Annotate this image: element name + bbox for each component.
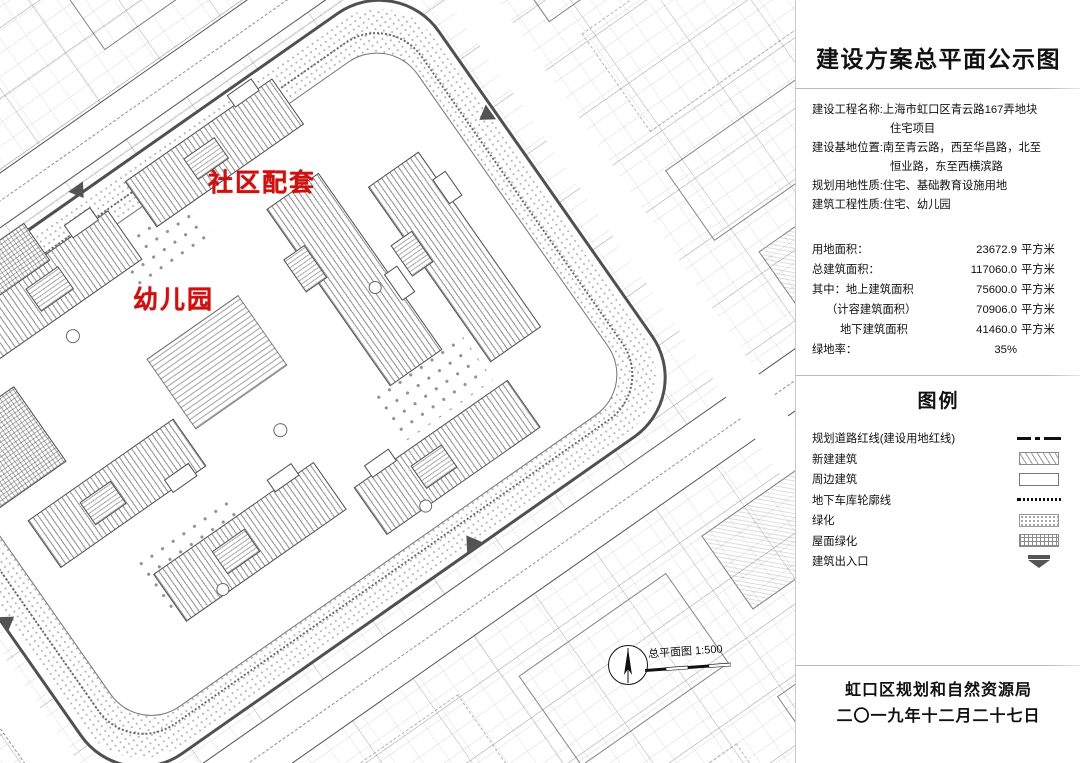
land-use-value: 住宅、基础教育设施用地 — [882, 180, 1008, 192]
project-location-row: 建设基地位置: 南至青云路，西至华昌路，北至 — [796, 139, 1080, 158]
divider — [796, 375, 1080, 376]
building-core — [409, 443, 458, 489]
legend-item-symbol — [1017, 534, 1061, 548]
information-sidebar: 建设方案总平面公示图 建设工程名称: 上海市虹口区青云路167弄地块 住宅项目 … — [795, 0, 1080, 763]
project-info-block: 建设工程名称: 上海市虹口区青云路167弄地块 住宅项目 建设基地位置: 南至青… — [796, 101, 1080, 215]
legend-item-label: 地下车库轮廓线 — [812, 494, 892, 507]
legend-item-label: 屋面绿化 — [812, 535, 858, 548]
project-name-row-cont: 住宅项目 — [796, 120, 1080, 139]
legend-item-symbol — [1017, 493, 1061, 506]
project-location-value: 南至青云路，西至华昌路，北至 — [882, 142, 1042, 154]
project-name-label: 建设工程名称: — [812, 104, 883, 116]
project-name-row: 建设工程名称: 上海市虹口区青云路167弄地块 — [796, 101, 1080, 120]
north-arrow-compass — [608, 645, 654, 691]
metric-value: 23672.9 — [976, 244, 1017, 256]
dash-dot-line-icon — [1017, 436, 1061, 440]
metric-row: 用地面积： 23672.9 平方米 — [796, 240, 1080, 260]
divider — [796, 88, 1080, 89]
legend-item: 屋面绿化 — [796, 531, 1080, 552]
metric-unit: 平方米 — [1021, 244, 1055, 256]
scale-bar — [644, 662, 732, 672]
metric-label: （计容建筑面积） — [826, 304, 917, 316]
build-nature-value: 住宅、幼儿园 — [882, 199, 951, 211]
down-triangle-icon — [1028, 554, 1050, 568]
issue-date: 二〇一九年十二月二十七日 — [836, 708, 1041, 725]
metric-row: 其中：地上建筑面积 75600.0 平方米 — [796, 280, 1080, 300]
legend-item-label: 绿化 — [812, 515, 835, 528]
crosshatch-fill-icon — [1019, 534, 1059, 548]
legend-list: 规划道路红线(建设用地红线) 新建建筑周边建筑地下车库轮廓线绿化屋面绿化建筑出入口 — [796, 428, 1080, 572]
document-title: 建设方案总平面公示图 — [816, 46, 1061, 72]
build-nature-label: 建筑工程性质: — [812, 199, 883, 211]
legend-item: 周边建筑 — [796, 469, 1080, 490]
metric-row: 绿地率： 35% — [796, 340, 1080, 360]
legend-item-label: 建筑出入口 — [812, 556, 869, 569]
metric-value: 41460.0 — [976, 324, 1017, 336]
metric-unit: 平方米 — [1021, 304, 1055, 316]
metric-unit: 平方米 — [1021, 264, 1055, 276]
legend-title: 图例 — [917, 391, 960, 412]
hatched-rectangle-icon — [1019, 452, 1059, 466]
metric-label: 用地面积： — [812, 244, 869, 256]
issuing-authority-footer: 虹口区规划和自然资源局 二〇一九年十二月二十七日 — [796, 678, 1080, 730]
project-name-value-2: 住宅项目 — [890, 123, 936, 135]
land-use-label: 规划用地性质: — [812, 180, 883, 192]
build-nature-row: 建筑工程性质: 住宅、幼儿园 — [796, 196, 1080, 215]
metric-row: （计容建筑面积） 70906.0 平方米 — [796, 300, 1080, 320]
dotted-line-icon — [1017, 498, 1061, 502]
project-location-row-cont: 恒业路，东至西横滨路 — [796, 158, 1080, 177]
legend-item: 建筑出入口 — [796, 551, 1080, 572]
empty-rectangle-icon — [1019, 472, 1059, 486]
metric-value: 75600.0 — [976, 284, 1017, 296]
metric-unit: 平方米 — [1021, 324, 1055, 336]
legend-item: 地下车库轮廓线 — [796, 490, 1080, 511]
community-facility-label: 社区配套 — [208, 169, 317, 197]
metric-label: 其中：地上建筑面积 — [812, 284, 914, 296]
legend-item: 规划道路红线(建设用地红线) — [796, 428, 1080, 449]
legend-item-symbol — [1017, 472, 1061, 486]
dotted-fill-icon — [1019, 513, 1059, 527]
compass-needle-icon — [624, 648, 632, 683]
legend-item-label: 新建建筑 — [812, 453, 858, 466]
legend-item-symbol — [1017, 432, 1061, 445]
legend-item-symbol — [1017, 513, 1061, 527]
metric-label: 绿地率： — [812, 344, 858, 356]
metric-unit: 平方米 — [1021, 284, 1055, 296]
building-core — [211, 528, 260, 575]
metric-value: 35% — [994, 344, 1017, 356]
map-clip: 社区配套 幼儿园 总平面图 1:500 — [0, 0, 795, 763]
divider — [796, 665, 1080, 666]
legend-item-label: 周边建筑 — [812, 474, 858, 487]
project-name-value: 上海市虹口区青云路167弄地块 — [882, 104, 1038, 116]
metric-row: 地下建筑面积 41460.0 平方米 — [796, 320, 1080, 340]
metric-label: 地下建筑面积 — [840, 324, 908, 336]
legend-item-label: 规划道路红线(建设用地红线) — [812, 433, 956, 446]
land-use-row: 规划用地性质: 住宅、基础教育设施用地 — [796, 177, 1080, 196]
building-core — [78, 480, 127, 525]
project-location-label: 建设基地位置: — [812, 142, 883, 154]
kindergarten-label: 幼儿园 — [133, 286, 215, 314]
site-plan-map[interactable]: 社区配套 幼儿园 总平面图 1:500 — [0, 0, 795, 763]
legend-item-symbol — [1017, 452, 1061, 466]
metric-row: 总建筑面积： 117060.0 平方米 — [796, 260, 1080, 280]
legend-item-symbol — [1017, 554, 1061, 568]
project-location-value-2: 恒业路，东至西横滨路 — [890, 161, 1003, 173]
metric-label: 总建筑面积： — [812, 264, 880, 276]
legend-item: 绿化 — [796, 510, 1080, 531]
authority-name: 虹口区规划和自然资源局 — [844, 682, 1032, 699]
metric-value: 117060.0 — [970, 264, 1017, 276]
metric-value: 70906.0 — [976, 304, 1017, 316]
legend-item: 新建建筑 — [796, 449, 1080, 470]
